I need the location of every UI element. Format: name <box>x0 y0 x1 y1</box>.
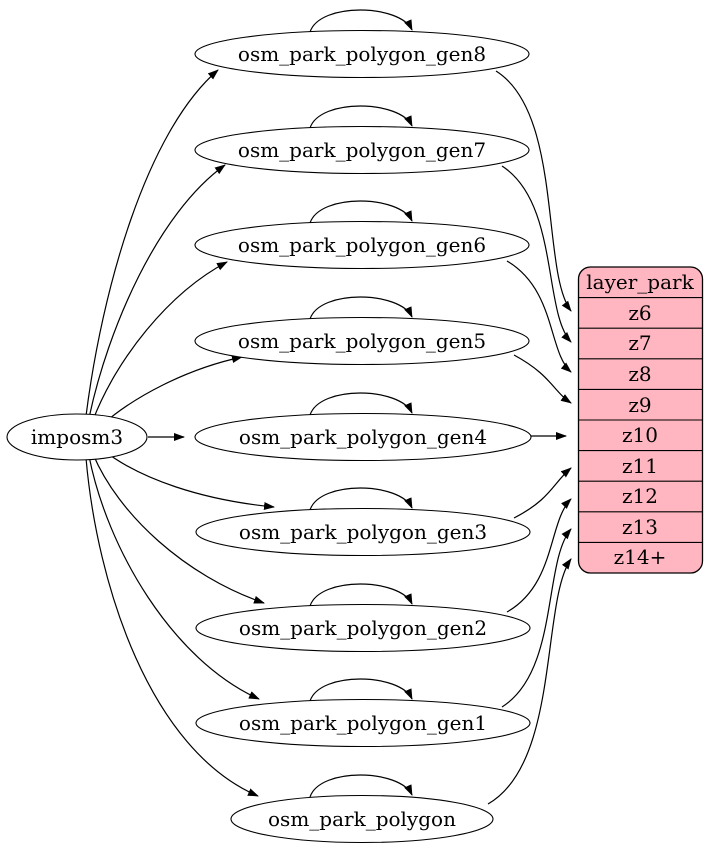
self-loop-osm-park-polygon-gen3 <box>309 487 413 511</box>
table-row-label-z11: z11 <box>622 454 658 478</box>
self-loop-osm-park-polygon-gen4 <box>309 392 413 416</box>
self-loop-osm-park-polygon <box>309 774 413 798</box>
node-osm-park-polygon-gen3: osm_park_polygon_gen3 <box>195 507 531 557</box>
node-label: osm_park_polygon_gen7 <box>238 138 486 162</box>
node-osm-park-polygon-gen1: osm_park_polygon_gen1 <box>195 698 531 748</box>
edge-osm-park-polygon-gen8-to-z6 <box>495 70 572 312</box>
table-row-label-z7: z7 <box>628 331 651 355</box>
self-loop-osm-park-polygon-gen1 <box>309 678 413 702</box>
graph-nodes: imposm3 osm_park_polygon_gen8 osm_park_p… <box>6 29 532 844</box>
node-osm-park-polygon-gen5: osm_park_polygon_gen5 <box>194 316 530 366</box>
edge-imposm3-to-osm-park-polygon-gen8 <box>85 69 219 417</box>
node-ellipse <box>6 413 148 461</box>
edge-osm-park-polygon-gen2-to-z12 <box>506 498 572 613</box>
table-row-label-z6: z6 <box>628 301 651 325</box>
edge-imposm3-to-osm-park-polygon-gen6 <box>92 261 228 421</box>
edge-imposm3-to-osm-park-polygon-gen3 <box>102 449 275 511</box>
edge-osm-park-polygon-gen5-to-z9 <box>513 354 572 404</box>
self-loop-osm-park-polygon-gen5 <box>309 296 413 320</box>
node-label: osm_park_polygon_gen6 <box>238 233 486 257</box>
self-loop-osm-park-polygon-gen7 <box>309 105 413 129</box>
node-label: osm_park_polygon_gen8 <box>238 42 486 66</box>
node-label: imposm3 <box>31 425 123 449</box>
self-loop-osm-park-polygon-gen8 <box>309 9 413 33</box>
node-ellipse <box>194 125 530 175</box>
node-label: osm_park_polygon <box>268 807 456 831</box>
edge-imposm3-to-osm-park-polygon <box>85 457 259 797</box>
edge-osm-park-polygon-gen1-to-z13 <box>501 528 572 708</box>
table-row-label-z9: z9 <box>628 393 651 417</box>
node-label: osm_park_polygon_gen5 <box>238 329 486 353</box>
table-row-label-z14plus: z14+ <box>614 545 667 569</box>
node-imposm3: imposm3 <box>6 413 148 461</box>
node-osm-park-polygon-gen2: osm_park_polygon_gen2 <box>195 603 531 653</box>
edge-imposm3-to-osm-park-polygon-gen5 <box>102 355 243 425</box>
edge-osm-park-polygon-gen6-to-z8 <box>506 260 572 373</box>
table-row-label-z10: z10 <box>622 423 658 447</box>
self-loop-edges <box>309 9 413 798</box>
node-ellipse <box>230 794 494 844</box>
node-label: osm_park_polygon_gen2 <box>239 616 487 640</box>
node-ellipse <box>194 412 532 462</box>
table-row-label-z13: z13 <box>622 515 658 539</box>
node-osm-park-polygon-gen7: osm_park_polygon_gen7 <box>194 125 530 175</box>
edge-osm-park-polygon-gen3-to-z11 <box>513 467 572 519</box>
table-row-label-z8: z8 <box>628 362 651 386</box>
table-row-label-z12: z12 <box>622 484 658 508</box>
table-header: layer_park <box>586 270 694 294</box>
node-ellipse <box>195 603 531 653</box>
node-ellipse <box>195 507 531 557</box>
edges-from-source <box>85 69 275 797</box>
node-ellipse <box>194 29 530 79</box>
node-osm-park-polygon: osm_park_polygon <box>230 794 494 844</box>
edge-osm-park-polygon-gen7-to-z7 <box>501 165 572 343</box>
node-label: osm_park_polygon_gen3 <box>239 520 487 544</box>
edge-imposm3-to-osm-park-polygon-gen1 <box>88 455 260 700</box>
table-layer-park: layer_park z6 z7 z8 z9 z10 z11 z12 z13 z… <box>577 266 704 574</box>
node-osm-park-polygon-gen4: osm_park_polygon_gen4 <box>194 412 532 462</box>
edge-osm-park-polygon-to-z14plus <box>487 558 572 805</box>
edge-imposm3-to-osm-park-polygon-gen2 <box>92 453 265 604</box>
edge-imposm3-to-osm-park-polygon-gen7 <box>88 164 226 419</box>
node-label: osm_park_polygon_gen1 <box>239 711 487 735</box>
edges-to-table <box>487 70 572 805</box>
node-ellipse <box>195 698 531 748</box>
node-ellipse <box>194 316 530 366</box>
self-loop-osm-park-polygon-gen6 <box>309 200 413 224</box>
node-ellipse <box>194 220 530 270</box>
node-osm-park-polygon-gen8: osm_park_polygon_gen8 <box>194 29 530 79</box>
node-label: osm_park_polygon_gen4 <box>239 425 487 449</box>
node-osm-park-polygon-gen6: osm_park_polygon_gen6 <box>194 220 530 270</box>
self-loop-osm-park-polygon-gen2 <box>309 583 413 607</box>
